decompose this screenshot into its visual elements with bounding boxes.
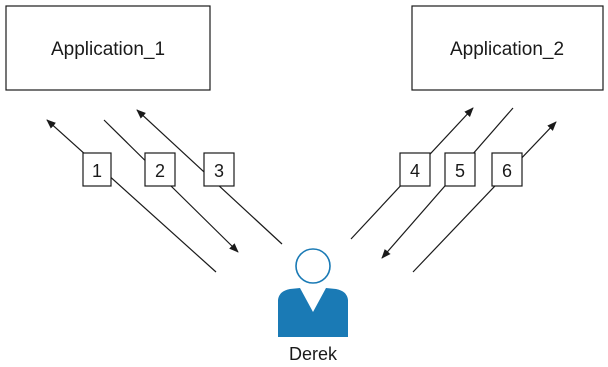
arrow-6-to-application-2 <box>412 121 557 273</box>
arrow-1-to-application-1 <box>46 119 217 273</box>
step-label-5: 5 <box>455 161 465 181</box>
application-1-label: Application_1 <box>51 39 165 60</box>
step-box-2: 2 <box>144 152 176 187</box>
step-label-6: 6 <box>502 161 512 181</box>
step-label-1: 1 <box>92 161 102 181</box>
user-derek: Derek <box>278 248 348 364</box>
user-name-label: Derek <box>289 344 338 364</box>
step-box-1: 1 <box>82 152 112 187</box>
application-2-label: Application_2 <box>450 39 564 60</box>
step-box-6: 6 <box>491 152 523 187</box>
application-2-box: Application_2 <box>411 5 604 91</box>
user-body-icon <box>278 288 348 337</box>
step-label-4: 4 <box>410 161 420 181</box>
step-label-3: 3 <box>214 161 224 181</box>
user-head-icon <box>295 248 331 284</box>
application-1-box: Application_1 <box>5 5 211 91</box>
step-box-3: 3 <box>203 152 235 187</box>
step-box-5: 5 <box>444 152 476 187</box>
step-box-4: 4 <box>399 152 431 187</box>
step-label-2: 2 <box>155 161 165 181</box>
